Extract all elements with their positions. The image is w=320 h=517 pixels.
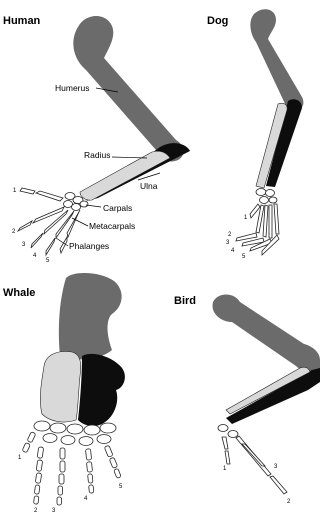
dog-digit-2: 2 xyxy=(228,232,232,238)
bird-wrist-bones xyxy=(218,425,238,438)
radius-leader xyxy=(112,157,147,158)
bird-ulna xyxy=(226,368,320,424)
whale-digit-2: 2 xyxy=(34,508,38,514)
bird-digit-1: 1 xyxy=(223,466,227,472)
bird-humerus xyxy=(213,295,320,373)
dog-toes xyxy=(236,204,279,255)
human-humerus xyxy=(73,16,183,162)
human-digit-1: 1 xyxy=(13,188,17,194)
dog-digit-3: 3 xyxy=(226,240,230,246)
bird-digit-3: 3 xyxy=(274,464,278,470)
dog-humerus xyxy=(250,9,303,110)
human-digit-5: 5 xyxy=(46,258,50,264)
whale-digit-1: 1 xyxy=(18,455,22,461)
ulna-label: Ulna xyxy=(140,181,158,191)
human-digit-4: 4 xyxy=(33,253,37,259)
bird-panel: Bird 1 2 3 xyxy=(174,295,320,506)
whale-humerus xyxy=(59,273,122,359)
metacarpals-label: Metacarpals xyxy=(89,221,135,231)
whale-panel: Whale xyxy=(3,273,125,514)
whale-digit-5: 5 xyxy=(119,484,123,490)
bird-digit-2: 2 xyxy=(287,499,291,505)
whale-title: Whale xyxy=(3,287,35,299)
dog-digit-5: 5 xyxy=(242,254,246,260)
human-digit-3: 3 xyxy=(22,242,26,248)
phalanges-label: Phalanges xyxy=(69,241,109,251)
bird-title: Bird xyxy=(174,295,196,307)
whale-digit-3: 3 xyxy=(52,508,56,514)
dog-digit-4: 4 xyxy=(231,248,235,254)
dog-carpals xyxy=(256,189,277,204)
dog-digit-1: 1 xyxy=(244,215,248,221)
whale-radius xyxy=(40,352,80,422)
humerus-label: Humerus xyxy=(55,83,89,93)
whale-carpals xyxy=(34,421,116,446)
dog-title: Dog xyxy=(207,15,228,27)
carpals-label: Carpals xyxy=(103,203,132,213)
whale-digit-4: 4 xyxy=(84,496,88,502)
whale-ulna xyxy=(78,354,125,426)
human-title: Human xyxy=(3,15,41,27)
carpals-leader xyxy=(86,205,101,207)
human-digit-2: 2 xyxy=(12,229,16,235)
radius-label: Radius xyxy=(84,150,110,160)
dog-panel: Dog 1 2 3 4 5 xyxy=(207,9,303,260)
human-panel: Human Humerus Radius Ulna xyxy=(3,15,190,264)
